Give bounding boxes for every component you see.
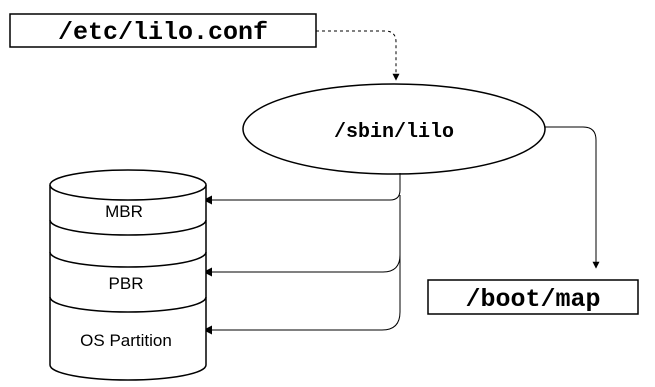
disk-divider-2 bbox=[49, 251, 207, 268]
disk-divider-3 bbox=[49, 296, 207, 313]
disk-divider-1 bbox=[49, 219, 207, 236]
lilo-conf-label: /etc/lilo.conf bbox=[58, 18, 268, 47]
sbin-lilo-label: /sbin/lilo bbox=[334, 121, 454, 144]
disk-section-mbr: MBR bbox=[105, 202, 143, 221]
edge-lilo-to-os-partition bbox=[203, 255, 401, 335]
edge-lilo-to-pbr bbox=[203, 195, 401, 277]
boot-map-label: /boot/map bbox=[465, 285, 600, 314]
disk-cylinder: MBR PBR OS Partition bbox=[49, 169, 207, 381]
disk-section-pbr: PBR bbox=[109, 274, 144, 293]
disk-section-os-partition: OS Partition bbox=[80, 331, 172, 350]
edge-conf-to-lilo bbox=[316, 30, 400, 81]
lilo-conf-node: /etc/lilo.conf bbox=[9, 13, 317, 48]
boot-map-node: /boot/map bbox=[427, 279, 639, 315]
sbin-lilo-node: /sbin/lilo bbox=[242, 83, 546, 175]
edge-lilo-to-map bbox=[545, 126, 600, 269]
edge-lilo-to-mbr bbox=[203, 173, 401, 205]
